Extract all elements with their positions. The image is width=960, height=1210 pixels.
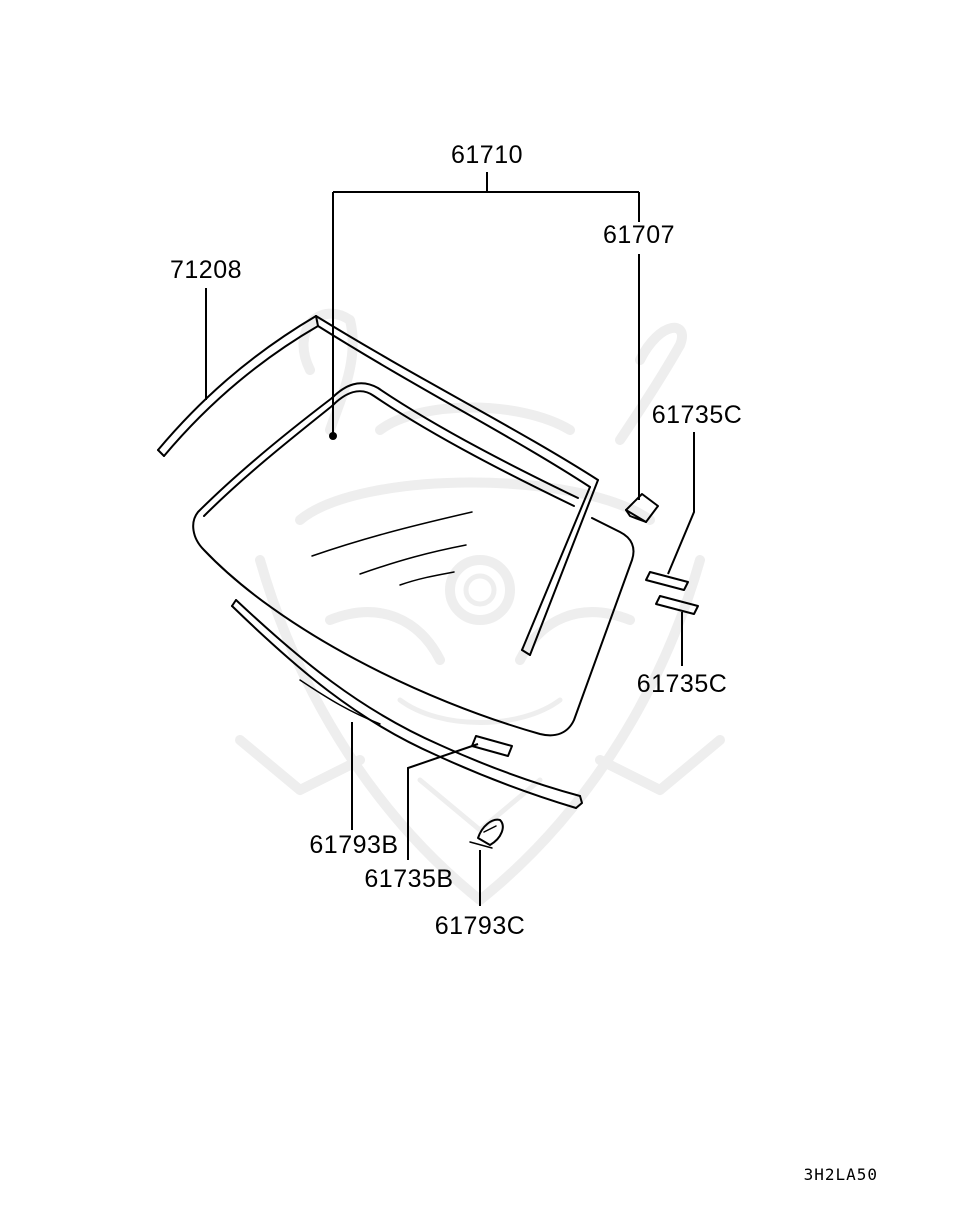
diagram-code: 3H2LA50 xyxy=(804,1165,878,1184)
watermark-logo xyxy=(235,308,725,905)
label-71208: 71208 xyxy=(170,256,242,284)
label-61710: 61710 xyxy=(451,141,523,169)
label-61735c-top: 61735C xyxy=(652,401,743,429)
label-61793b: 61793B xyxy=(309,831,398,859)
label-61707: 61707 xyxy=(603,221,675,249)
label-61735b: 61735B xyxy=(364,865,453,893)
left-pillar-molding xyxy=(157,315,319,457)
side-spacer-bottom xyxy=(655,595,699,615)
leader-lines xyxy=(205,172,695,906)
inner-seal xyxy=(331,382,579,507)
retaining-clip xyxy=(469,818,504,849)
windshield-glass xyxy=(192,397,635,737)
label-61793c: 61793C xyxy=(435,912,526,940)
lower-cowl-molding xyxy=(231,599,583,809)
lower-spacer xyxy=(471,735,513,757)
mirror-base-block xyxy=(625,493,659,523)
roof-molding xyxy=(315,315,599,488)
side-spacer-top xyxy=(645,571,689,591)
right-pillar-molding xyxy=(521,479,599,656)
label-61735c-bottom: 61735C xyxy=(637,670,728,698)
